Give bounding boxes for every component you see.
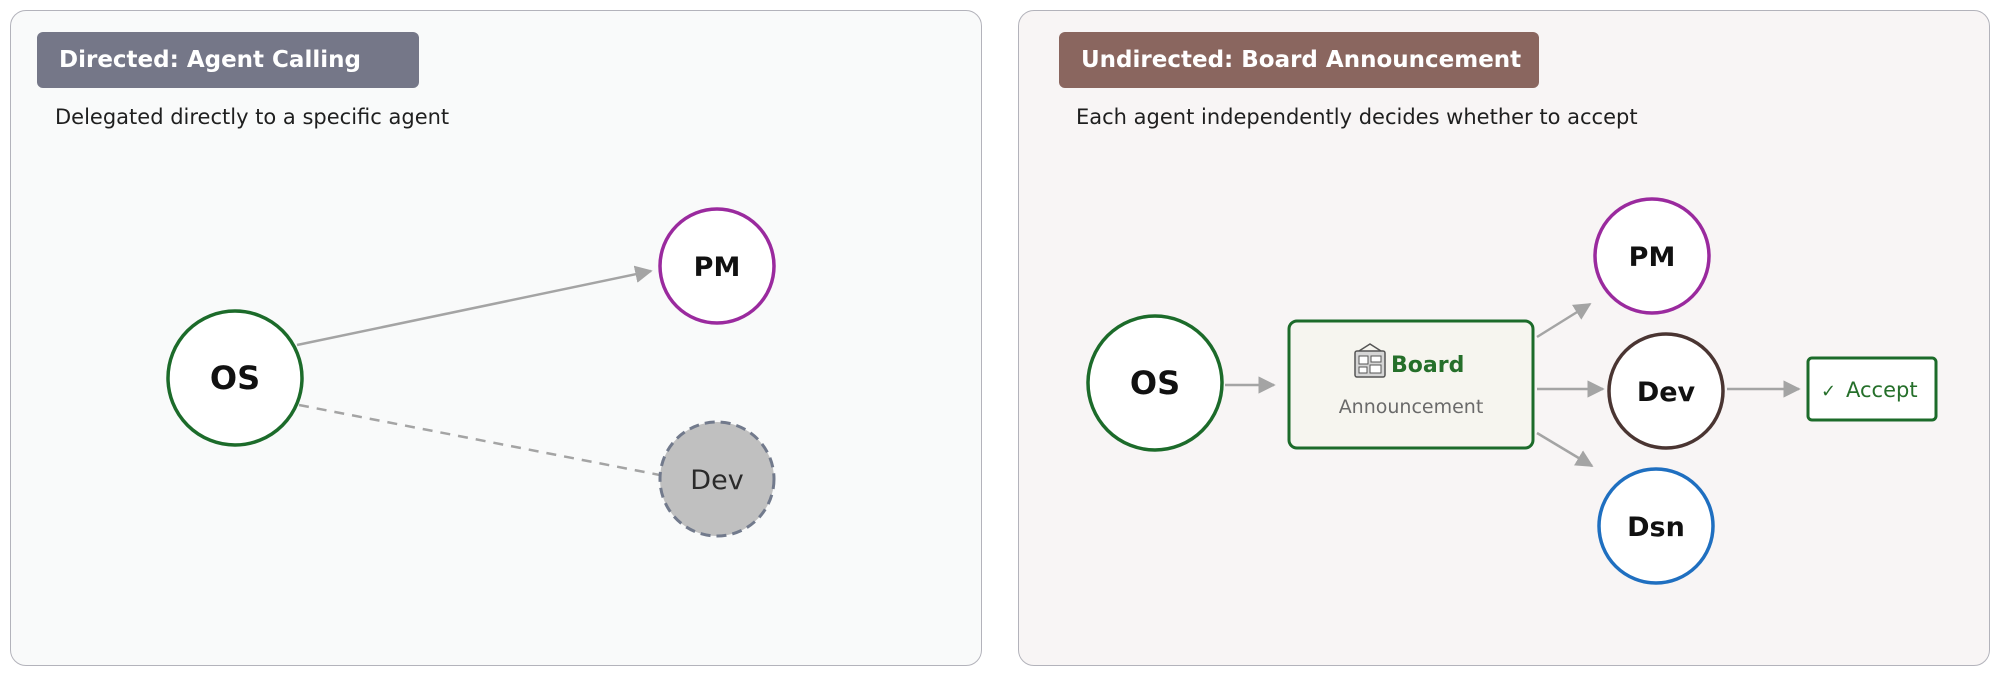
dev-node-label: Dev <box>1637 377 1696 408</box>
bulletin-board-icon <box>1354 343 1386 378</box>
agent-calling-subtitle: Delegated directly to a specific agent <box>55 105 450 129</box>
board-announcement-box: Board Announcement <box>1287 319 1535 450</box>
accept-label: Accept <box>1846 378 1918 402</box>
agent-calling-diagram: OS PM Dev <box>166 207 776 538</box>
pm-node-label: PM <box>1629 242 1676 273</box>
dev-node-inactive: Dev <box>658 420 776 538</box>
board-title: Board <box>1391 353 1464 378</box>
dev-node: Dev <box>1607 332 1725 450</box>
board-to-pm-arrow <box>1536 302 1592 339</box>
pm-node: PM <box>658 207 776 325</box>
dsn-node: Dsn <box>1597 467 1715 585</box>
os-node-label: OS <box>1130 364 1180 402</box>
board-announcement-panel: Undirected: Board Announcement Each agen… <box>1018 10 1990 666</box>
board-announcement-label: Announcement <box>1339 396 1484 418</box>
agent-calling-panel: Directed: Agent Calling Delegated direct… <box>10 10 982 666</box>
os-to-dev-dashed-link <box>298 403 666 478</box>
board-announcement-diagram: OS Board Announcement PM Dev <box>1086 197 1938 585</box>
os-node: OS <box>166 309 304 447</box>
pm-node-label: PM <box>694 252 741 283</box>
pm-node: PM <box>1593 197 1711 315</box>
agent-calling-title-badge: Directed: Agent Calling <box>37 32 419 88</box>
accept-box: ✓ Accept <box>1806 356 1938 422</box>
os-node: OS <box>1086 314 1224 452</box>
board-announcement-title-badge: Undirected: Board Announcement <box>1059 32 1539 88</box>
os-to-pm-arrow <box>296 265 653 347</box>
board-announcement-subtitle: Each agent independently decides whether… <box>1076 105 1638 129</box>
check-icon: ✓ <box>1821 381 1836 402</box>
os-node-label: OS <box>210 359 260 397</box>
dev-node-label: Dev <box>690 465 743 496</box>
dsn-node-label: Dsn <box>1627 512 1685 543</box>
board-to-dsn-arrow <box>1536 431 1594 468</box>
